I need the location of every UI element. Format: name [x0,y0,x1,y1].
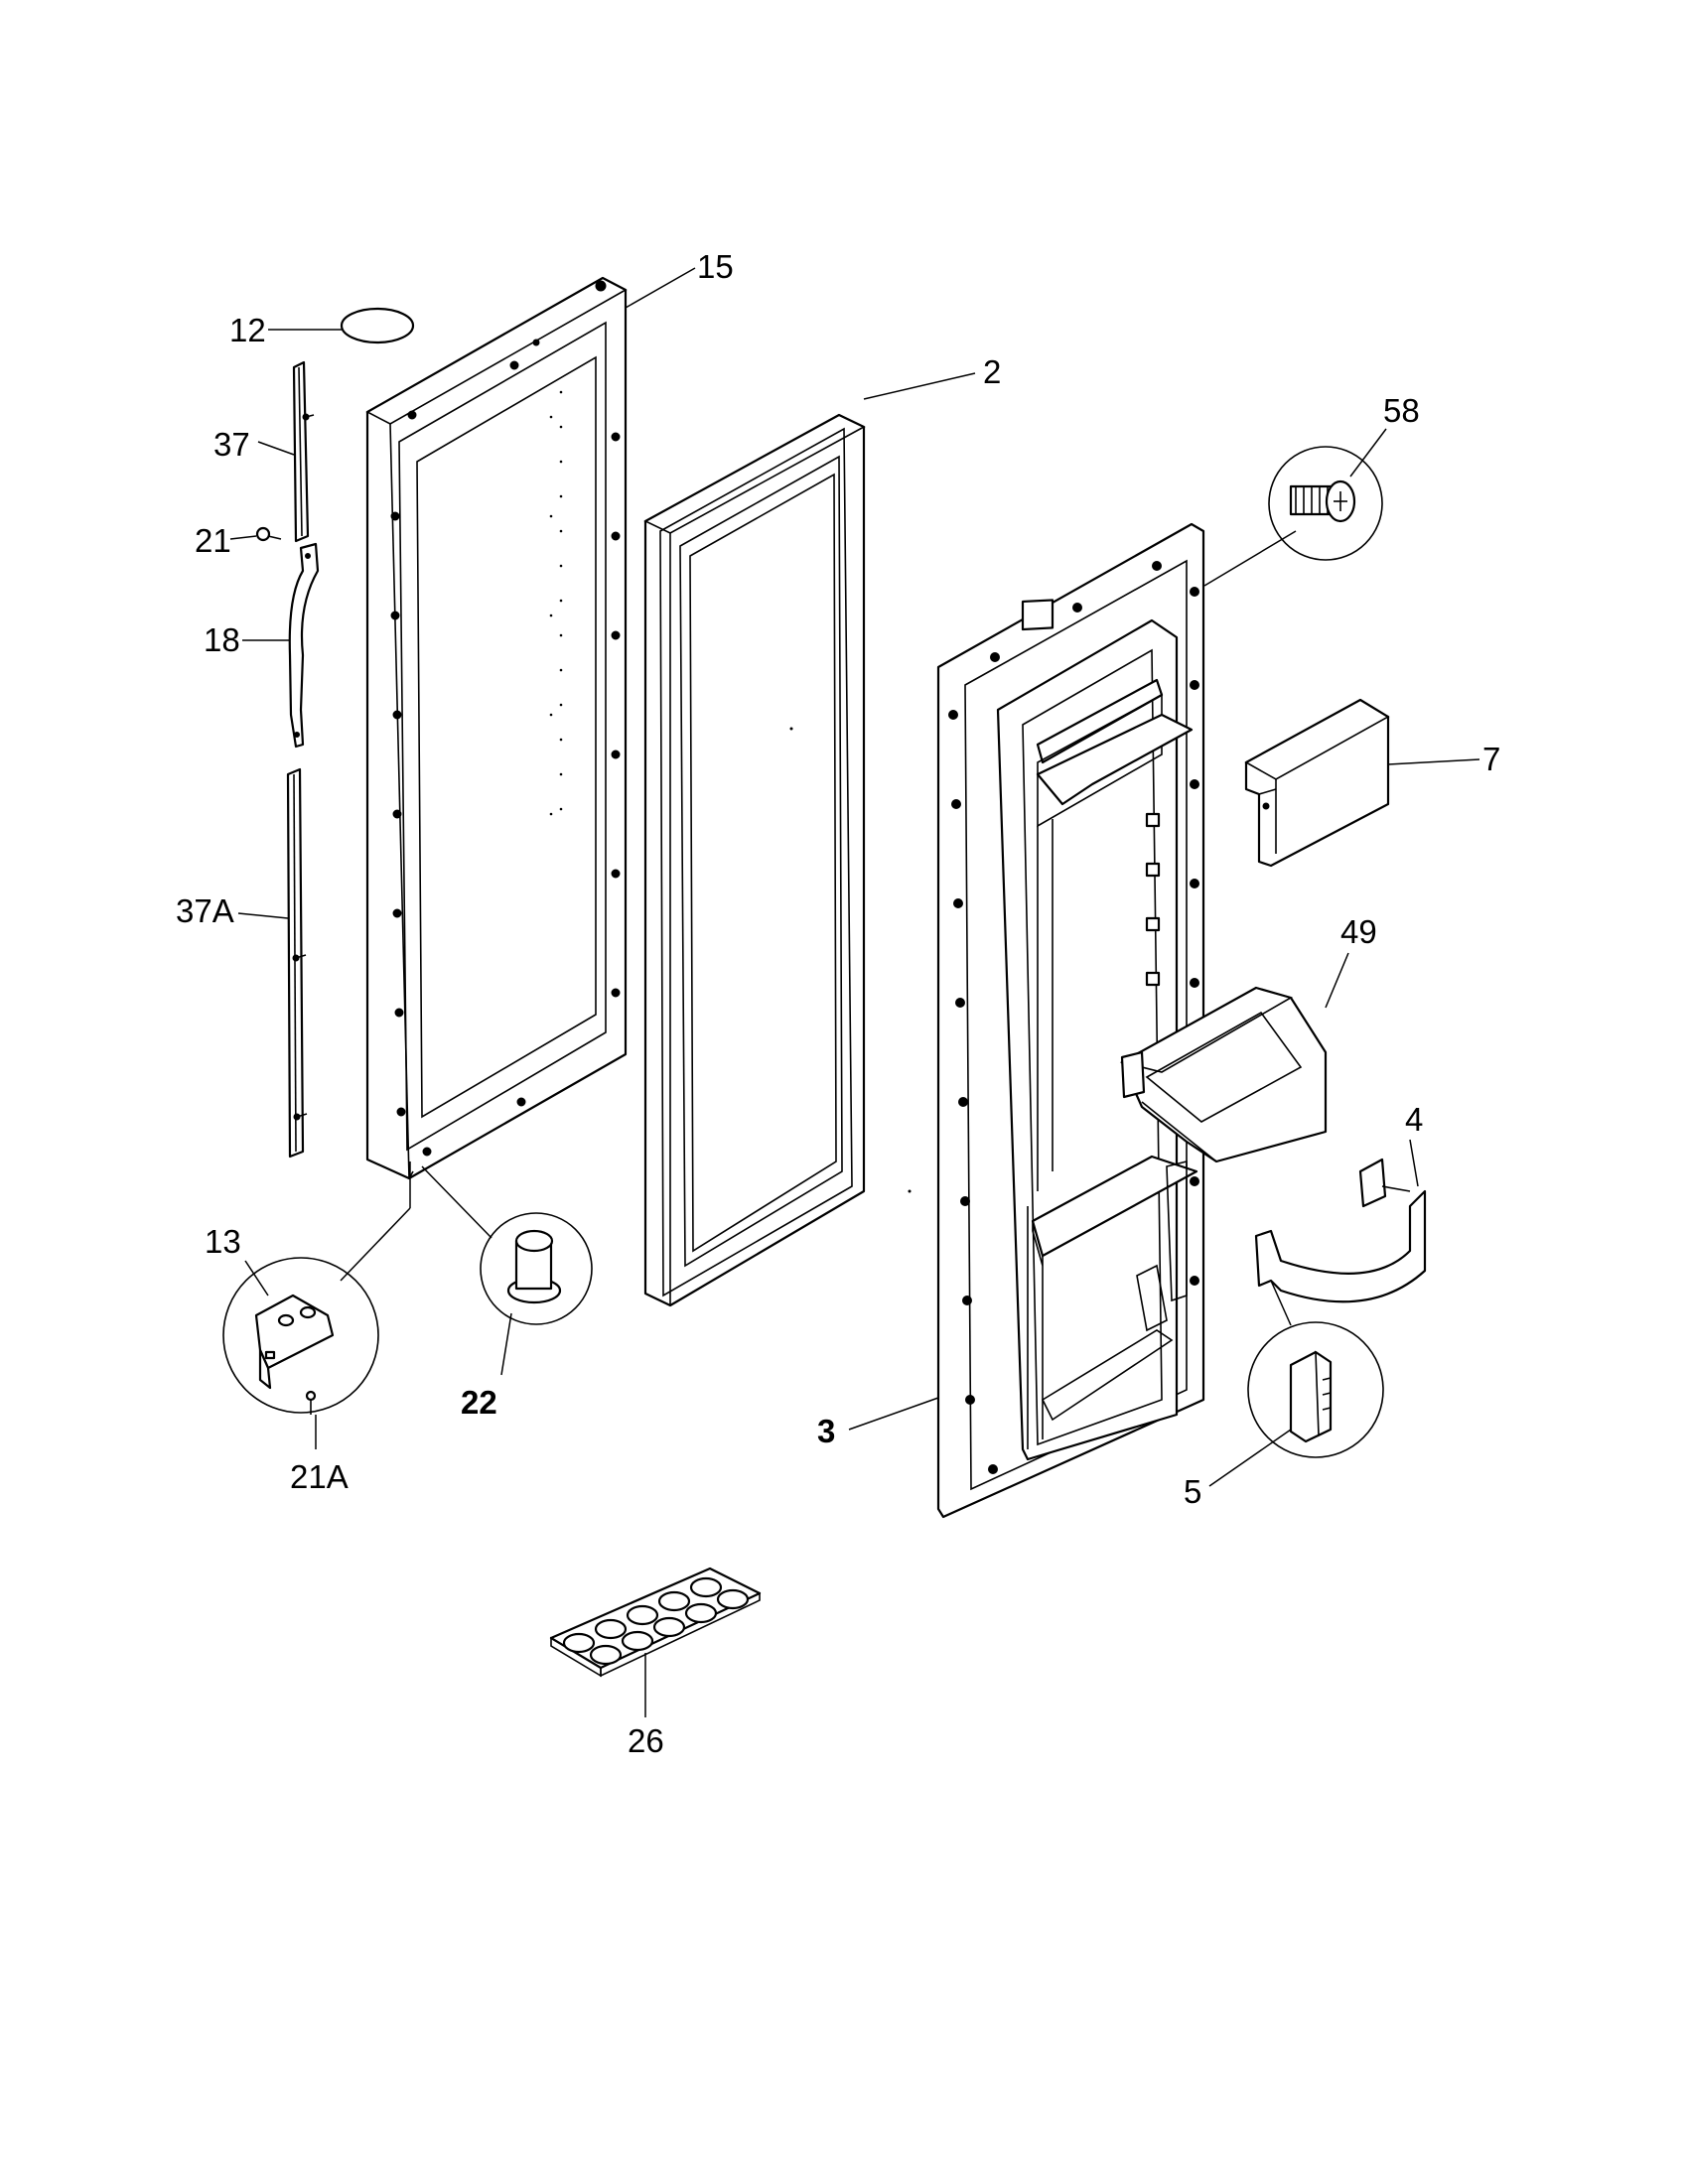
inner-door-liner-part [936,522,1205,1519]
liner-screw-callout-part [1268,446,1383,561]
door-panel-holes [390,280,621,1157]
screw-part [255,526,282,542]
label-part-12: 12 [229,312,266,348]
leader-lines [229,267,1480,1717]
shelf-rail-part [1254,1158,1427,1303]
label-part-3: 3 [817,1413,835,1449]
upper-handle-trim-part [292,360,315,543]
label-part-18: 18 [204,621,240,658]
part-labels: 15 12 37 21 18 37A 13 21A 22 2 58 7 49 4… [176,248,1500,1759]
label-part-37A: 37A [176,892,234,929]
label-part-37: 37 [213,426,250,463]
egg-tray-part [549,1567,762,1678]
label-part-21A: 21A [290,1458,349,1495]
dairy-cover-part [1244,698,1390,868]
bushing-callout-part [480,1212,593,1325]
label-part-49: 49 [1340,913,1377,950]
door-outer-panel-part [365,276,628,1180]
label-part-26: 26 [628,1722,664,1759]
liner-holes [948,561,1199,1474]
label-part-22: 22 [461,1384,497,1421]
door-panel-dotted-marks [549,390,563,816]
label-part-5: 5 [1184,1473,1201,1510]
lower-handle-trim-part [286,767,308,1159]
badge-oval-part [340,307,415,344]
label-part-21: 21 [195,522,231,559]
label-part-58: 58 [1383,392,1420,429]
label-part-2: 2 [983,353,1001,390]
clip-callout-part [1247,1321,1384,1458]
liner-shelf-clips [1145,812,1161,987]
label-part-15: 15 [697,248,734,285]
door-gasket-part [643,413,912,1307]
door-handle-part [288,542,320,749]
label-part-4: 4 [1405,1101,1423,1138]
label-part-7: 7 [1482,741,1500,777]
label-part-13: 13 [205,1223,241,1260]
door-bin-part [1119,986,1328,1163]
hinge-callout-part [222,1257,379,1415]
